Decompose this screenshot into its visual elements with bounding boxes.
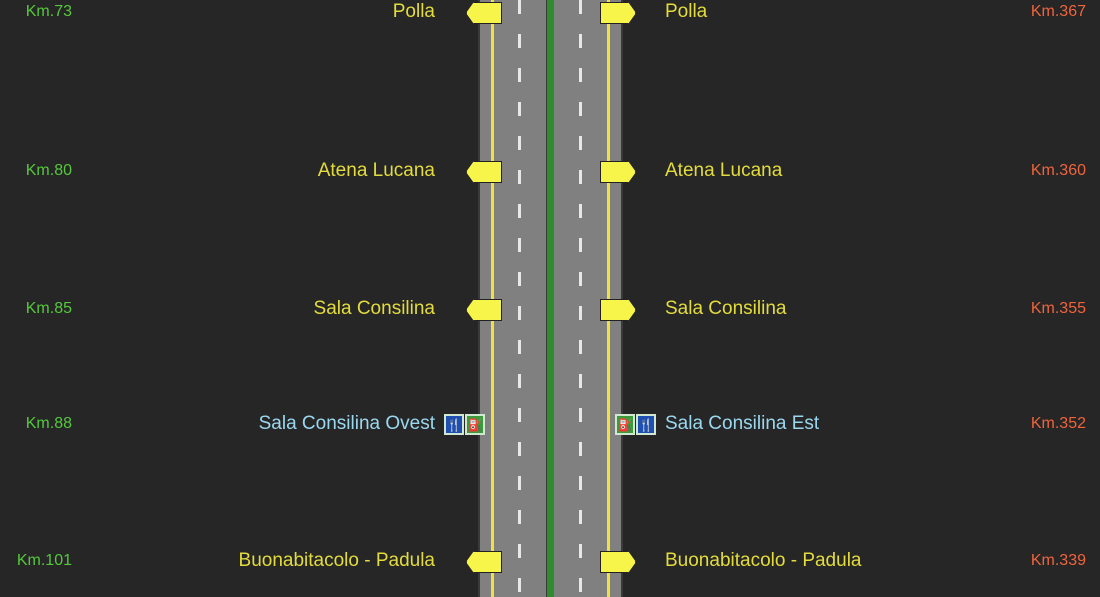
km-left: Km.85 <box>25 300 72 317</box>
exit-sign-icon <box>466 2 502 24</box>
exit-name-right[interactable]: Atena Lucana <box>665 160 783 181</box>
exit-name-left[interactable]: Buonabitacolo - Padula <box>238 550 435 571</box>
lane-divider-right <box>579 0 582 597</box>
km-right: Km.360 <box>1030 162 1086 179</box>
route-row: Km.88 Sala Consilina Ovest Sala Consilin… <box>0 412 1100 438</box>
carriageway-right <box>552 0 623 597</box>
services-right: ⛽🍴 <box>615 414 656 435</box>
restaurant-icon: 🍴 <box>444 414 464 435</box>
services-left: 🍴⛽ <box>444 414 485 435</box>
route-row: Km.80 Atena Lucana Atena Lucana Km.360 <box>0 159 1100 185</box>
median <box>547 0 554 597</box>
km-right: Km.367 <box>1030 3 1086 20</box>
service-area-name-left[interactable]: Sala Consilina Ovest <box>258 413 435 434</box>
exit-name-right[interactable]: Buonabitacolo - Padula <box>665 550 862 571</box>
exit-name-right[interactable]: Sala Consilina <box>665 298 787 319</box>
exit-sign-icon <box>466 551 502 573</box>
lane-divider-left <box>518 0 521 597</box>
restaurant-icon: 🍴 <box>636 414 656 435</box>
edge-line-left <box>491 0 494 597</box>
exit-sign-icon <box>600 2 636 24</box>
route-row: Km.85 Sala Consilina Sala Consilina Km.3… <box>0 297 1100 323</box>
exit-sign-icon <box>600 161 636 183</box>
km-right: Km.339 <box>1030 552 1086 569</box>
route-row: Km.101 Buonabitacolo - Padula Buonabitac… <box>0 549 1100 575</box>
km-left: Km.88 <box>25 415 72 432</box>
exit-sign-icon <box>466 161 502 183</box>
km-right: Km.352 <box>1030 415 1086 432</box>
km-right: Km.355 <box>1030 300 1086 317</box>
exit-name-left[interactable]: Sala Consilina <box>313 298 435 319</box>
edge-line-right <box>607 0 610 597</box>
km-left: Km.80 <box>25 162 72 179</box>
fuel-icon: ⛽ <box>615 414 635 435</box>
route-row: Km.73 Polla Polla Km.367 <box>0 0 1100 26</box>
exit-sign-icon <box>466 299 502 321</box>
exit-sign-icon <box>600 551 636 573</box>
km-left: Km.101 <box>16 552 72 569</box>
fuel-icon: ⛽ <box>465 414 485 435</box>
exit-name-left[interactable]: Atena Lucana <box>317 160 435 181</box>
service-area-name-right[interactable]: Sala Consilina Est <box>665 413 820 434</box>
exit-sign-icon <box>600 299 636 321</box>
exit-name-left[interactable]: Polla <box>392 1 435 22</box>
km-left: Km.73 <box>25 3 72 20</box>
exit-name-right[interactable]: Polla <box>665 1 708 22</box>
